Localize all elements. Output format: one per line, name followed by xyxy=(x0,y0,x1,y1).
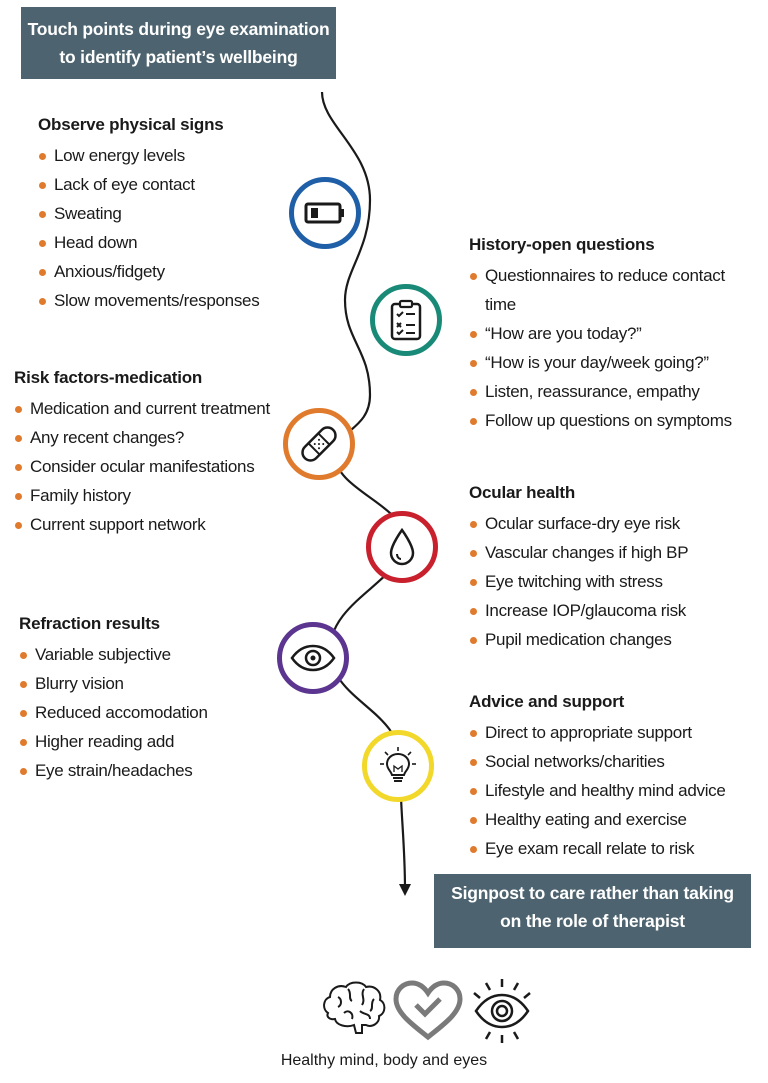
list-item: “How are you today?” xyxy=(469,319,759,348)
list-item: Increase IOP/glaucoma risk xyxy=(469,596,688,625)
section-advice-and-support: Advice and support Direct to appropriate… xyxy=(469,690,726,863)
refraction-list: Variable subjective Blurry vision Reduce… xyxy=(19,640,208,785)
list-item: “How is your day/week going?” xyxy=(469,348,759,377)
list-item: Any recent changes? xyxy=(14,423,270,452)
list-item: Lack of eye contact xyxy=(38,170,259,199)
eye-icon xyxy=(277,622,349,694)
risk-list: Medication and current treatment Any rec… xyxy=(14,394,270,539)
section-observe-physical-signs: Observe physical signs Low energy levels… xyxy=(38,113,260,315)
advice-list: Direct to appropriate support Social net… xyxy=(469,718,726,863)
list-item: Higher reading add xyxy=(19,727,208,756)
list-item: Family history xyxy=(14,481,270,510)
list-item: Eye twitching with stress xyxy=(469,567,688,596)
list-item: Head down xyxy=(38,228,259,257)
bandage-icon xyxy=(283,408,355,480)
signpost-line-2: on the role of therapist xyxy=(500,911,685,931)
title-banner: Touch points during eye examination to i… xyxy=(21,7,336,79)
title-line-2: to identify patient’s wellbeing xyxy=(59,47,298,67)
section-heading: Observe physical signs xyxy=(38,115,224,134)
list-item: Consider ocular manifestations xyxy=(14,452,270,481)
list-item: Listen, reassurance, empathy xyxy=(469,377,759,406)
section-heading: History-open questions xyxy=(469,235,655,254)
section-refraction-results: Refraction results Variable subjective B… xyxy=(19,612,208,785)
clipboard-checklist-icon xyxy=(370,284,442,356)
footer-caption: Healthy mind, body and eyes xyxy=(280,1052,488,1069)
list-item: Follow up questions on symptoms xyxy=(469,406,759,435)
lightbulb-icon xyxy=(362,730,434,802)
ocular-list: Ocular surface-dry eye risk Vascular cha… xyxy=(469,509,689,654)
eye-radiant-icon xyxy=(473,979,531,1043)
section-heading: Ocular health xyxy=(469,483,576,502)
brain-icon xyxy=(323,981,386,1034)
list-item: Current support network xyxy=(14,510,270,539)
list-item: Blurry vision xyxy=(19,669,208,698)
battery-low-icon xyxy=(289,177,361,249)
title-line-1: Touch points during eye examination xyxy=(27,19,330,39)
signpost-banner: Signpost to care rather than taking on t… xyxy=(434,874,751,948)
list-item: Pupil medication changes xyxy=(469,625,688,654)
list-item: Low energy levels xyxy=(38,141,259,170)
section-heading: Refraction results xyxy=(19,614,160,633)
list-item: Questionnaires to reduce contact time xyxy=(469,261,759,319)
list-item: Medication and current treatment xyxy=(14,394,270,423)
footer-icons xyxy=(323,979,531,1043)
list-item: Variable subjective xyxy=(19,640,208,669)
droplet-icon xyxy=(366,511,438,583)
list-item: Social networks/charities xyxy=(469,747,726,776)
section-ocular-health: Ocular health Ocular surface-dry eye ris… xyxy=(469,481,689,654)
list-item: Eye strain/headaches xyxy=(19,756,208,785)
list-item: Healthy eating and exercise xyxy=(469,805,726,834)
section-risk-factors-medication: Risk factors-medication Medication and c… xyxy=(14,366,270,539)
list-item: Vascular changes if high BP xyxy=(469,538,689,567)
list-item: Ocular surface-dry eye risk xyxy=(469,509,688,538)
section-heading: Advice and support xyxy=(469,692,625,711)
list-item: Anxious/fidgety xyxy=(38,257,259,286)
history-list: Questionnaires to reduce contact time “H… xyxy=(469,261,759,435)
list-item: Sweating xyxy=(38,199,259,228)
signpost-line-1: Signpost to care rather than taking xyxy=(451,883,734,903)
heart-check-icon xyxy=(393,980,463,1041)
list-item: Eye exam recall relate to risk xyxy=(469,834,726,863)
section-heading: Risk factors-medication xyxy=(14,368,203,387)
section-history-open-questions: History-open questions Questionnaires to… xyxy=(469,233,759,435)
list-item: Direct to appropriate support xyxy=(469,718,726,747)
wave-path xyxy=(320,91,411,896)
observe-list: Low energy levels Lack of eye contact Sw… xyxy=(38,141,260,315)
list-item: Slow movements/responses xyxy=(38,286,260,315)
list-item: Reduced accomodation xyxy=(19,698,208,727)
list-item: Lifestyle and healthy mind advice xyxy=(469,776,726,805)
